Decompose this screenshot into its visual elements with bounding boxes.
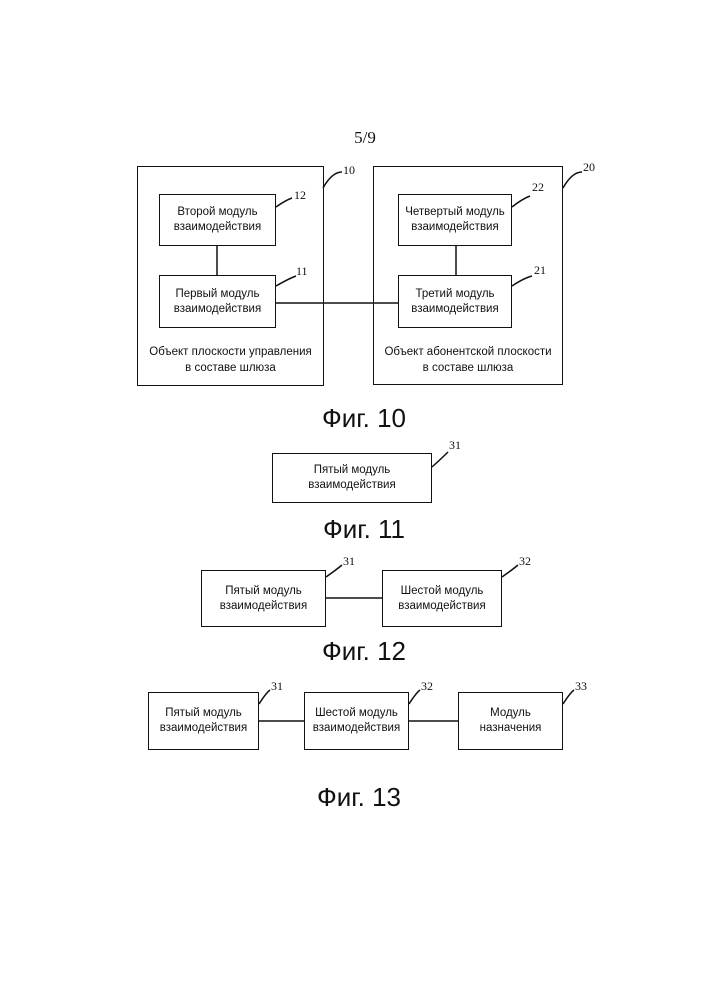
module-line2: взаимодействия xyxy=(174,302,261,317)
ref-20: 20 xyxy=(583,160,595,175)
module-line2: взаимодействия xyxy=(220,599,307,614)
second-interaction-module: Второй модуль взаимодействия xyxy=(159,194,276,246)
caption-line2: в составе шлюза xyxy=(137,360,324,376)
module-line2: взаимодействия xyxy=(411,220,498,235)
fifth-interaction-module: Пятый модуль взаимодействия xyxy=(148,692,259,750)
assignment-module: Модуль назначения xyxy=(458,692,563,750)
first-interaction-module: Первый модуль взаимодействия xyxy=(159,275,276,328)
ref-21: 21 xyxy=(534,263,546,278)
module-line1: Пятый модуль xyxy=(165,706,242,721)
leader-31-fig12 xyxy=(326,565,342,577)
ref-31: 31 xyxy=(271,679,283,694)
module-line2: взаимодействия xyxy=(160,721,247,736)
module-line2: взаимодействия xyxy=(411,302,498,317)
module-line1: Пятый модуль xyxy=(314,463,391,478)
module-line1: Шестой модуль xyxy=(315,706,398,721)
fifth-interaction-module: Пятый модуль взаимодействия xyxy=(272,453,432,503)
ref-32: 32 xyxy=(421,679,433,694)
page-number: 5/9 xyxy=(340,128,390,148)
leader-31-fig13 xyxy=(259,690,270,704)
module-line2: взаимодействия xyxy=(398,599,485,614)
module-line2: назначения xyxy=(480,721,542,736)
module-line1: Модуль xyxy=(490,706,531,721)
ref-33: 33 xyxy=(575,679,587,694)
ref-31: 31 xyxy=(343,554,355,569)
sixth-interaction-module: Шестой модуль взаимодействия xyxy=(304,692,409,750)
fourth-interaction-module: Четвертый модуль взаимодействия xyxy=(398,194,512,246)
module-line1: Третий модуль xyxy=(415,287,494,302)
sixth-interaction-module: Шестой модуль взаимодействия xyxy=(382,570,502,627)
ref-31: 31 xyxy=(449,438,461,453)
figure-10-caption: Фиг. 10 xyxy=(264,403,464,434)
module-line1: Четвертый модуль xyxy=(405,205,505,220)
ref-12: 12 xyxy=(294,188,306,203)
leader-32-fig12 xyxy=(502,565,518,577)
third-interaction-module: Третий модуль взаимодействия xyxy=(398,275,512,328)
figure-13-caption: Фиг. 13 xyxy=(259,782,459,813)
leader-33-fig13 xyxy=(563,690,574,704)
leader-31-fig11 xyxy=(432,452,448,467)
user-plane-caption: Объект абонентской плоскости в составе ш… xyxy=(373,344,563,376)
leader-10 xyxy=(323,172,342,188)
ref-11: 11 xyxy=(296,264,308,279)
figure-12-caption: Фиг. 12 xyxy=(264,636,464,667)
figure-11-caption: Фиг. 11 xyxy=(264,514,464,545)
module-line1: Первый модуль xyxy=(175,287,259,302)
caption-line2: в составе шлюза xyxy=(373,360,563,376)
ref-22: 22 xyxy=(532,180,544,195)
module-line2: взаимодействия xyxy=(308,478,395,493)
module-line2: взаимодействия xyxy=(313,721,400,736)
leader-32-fig13 xyxy=(409,690,420,704)
leader-20 xyxy=(563,172,582,188)
ref-10: 10 xyxy=(343,163,355,178)
module-line1: Шестой модуль xyxy=(401,584,484,599)
caption-line1: Объект абонентской плоскости xyxy=(373,344,563,360)
module-line2: взаимодействия xyxy=(174,220,261,235)
control-plane-caption: Объект плоскости управления в составе шл… xyxy=(137,344,324,376)
module-line1: Пятый модуль xyxy=(225,584,302,599)
fifth-interaction-module: Пятый модуль взаимодействия xyxy=(201,570,326,627)
module-line1: Второй модуль xyxy=(177,205,257,220)
caption-line1: Объект плоскости управления xyxy=(137,344,324,360)
ref-32: 32 xyxy=(519,554,531,569)
